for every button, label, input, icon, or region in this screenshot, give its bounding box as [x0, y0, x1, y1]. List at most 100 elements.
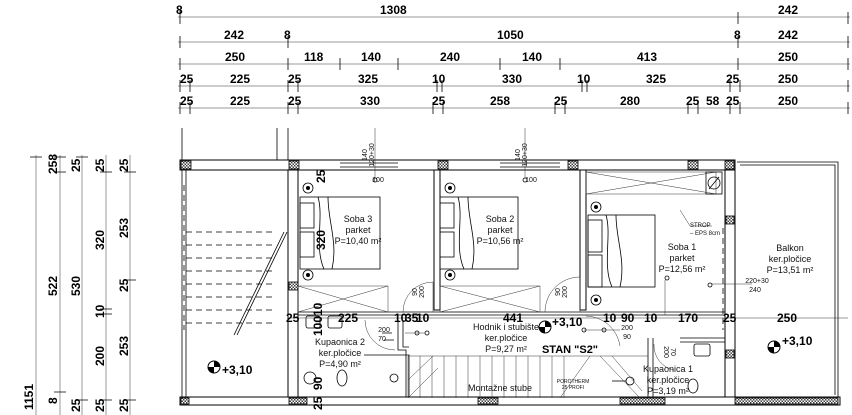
door-dim: 90	[623, 334, 631, 341]
dim-text: 140	[522, 50, 542, 64]
dim-text: 250	[778, 94, 798, 108]
dim-text: 25	[288, 72, 302, 86]
dim-text: 25	[726, 72, 740, 86]
room-soba-1: Soba 1 parket P=12,56 m²	[659, 242, 706, 274]
dim-text: 25	[93, 398, 107, 412]
dim-text: 8	[284, 28, 291, 42]
room-hodnik: Hodnik i stubište ker.pločice P=9,27 m²	[473, 322, 539, 354]
dim-text: 10	[93, 304, 107, 318]
dim-text: 242	[224, 28, 244, 42]
dim-text: 8	[734, 28, 741, 42]
dim-text: 10	[416, 311, 430, 325]
dim-text: 100	[311, 316, 325, 336]
dim-text: 170	[678, 311, 698, 325]
dim-text: 250	[778, 72, 798, 86]
dim-text: 242	[778, 28, 798, 42]
top-dimension-lines	[178, 10, 850, 114]
dim-text: 250	[778, 50, 798, 64]
dim-text: 25	[180, 72, 194, 86]
unit-label: STAN "S2"	[542, 344, 598, 356]
door-dim: 200	[419, 286, 426, 298]
room-kupaonica-1: Kupaonica 1 ker.pločice P=3,19 m²	[643, 364, 693, 396]
dim-text: 253	[117, 218, 131, 238]
dim-text: 1308	[380, 3, 407, 17]
window-dim: 140	[515, 149, 522, 161]
dim-text: 25	[726, 94, 740, 108]
walls	[179, 128, 841, 406]
room-area: P=13,51 m²	[767, 265, 814, 275]
top-dimension-texts: 8 1308 242 242 8 1050 8 242 250 118 140 …	[176, 3, 798, 108]
door-dim: 200	[562, 286, 569, 298]
elevation-marker: +3,10	[767, 334, 813, 354]
room-area: P=3,19 m²	[647, 386, 689, 396]
room-labels: Soba 3 parket P=10,40 m² Soba 2 parket P…	[315, 214, 813, 396]
ceiling-note: STROP	[690, 223, 711, 229]
dim-text: 280	[620, 94, 640, 108]
room-kupaonica-2: Kupaonica 2 ker.pločice P=4,90 m²	[315, 337, 365, 369]
dim-text: 258	[46, 154, 60, 174]
window-dim: 100	[525, 177, 537, 184]
dim-text: 25	[286, 311, 300, 325]
dim-text: 90	[621, 311, 635, 325]
dim-text: 413	[637, 50, 657, 64]
inner-dimension-texts: 25 225 10 35 10 441 10 90 10 170 25 250 …	[286, 143, 797, 410]
dim-text: 325	[646, 72, 666, 86]
room-area: P=10,56 m²	[477, 236, 524, 246]
dim-text: 25	[117, 398, 131, 412]
dim-text: 253	[117, 336, 131, 356]
dim-text: 118	[304, 50, 324, 64]
dim-text: 25	[432, 94, 446, 108]
window-dim: 100	[372, 177, 384, 184]
window-dim: 140	[362, 149, 369, 161]
dim-text: 25	[686, 94, 700, 108]
dim-text: 25	[69, 158, 83, 172]
elevation-text: +3,10	[782, 334, 813, 348]
dim-text: 320	[93, 230, 107, 250]
ceiling-note: – EPS 8cm	[690, 231, 720, 237]
dim-text: 25	[69, 398, 83, 412]
room-floor: ker.pločice	[769, 254, 812, 264]
room-name: Soba 2	[486, 214, 515, 224]
room-floor: parket	[669, 253, 695, 263]
dim-text: 8	[46, 397, 60, 404]
window-dim: 240	[749, 287, 761, 294]
room-balkon: Balkon ker.pločice P=13,51 m²	[767, 243, 814, 275]
dim-text: 25	[117, 158, 131, 172]
dim-text: 8	[176, 3, 183, 17]
dim-text: 320	[314, 230, 328, 250]
door-dim: 200	[621, 325, 633, 332]
elevation-text: +3,10	[552, 315, 583, 329]
room-floor: parket	[487, 225, 513, 235]
dim-text: 90	[311, 376, 325, 390]
room-floor: parket	[345, 225, 371, 235]
dim-text: 25	[311, 396, 325, 410]
dim-text: 250	[225, 50, 245, 64]
door-dim: 90	[555, 288, 562, 296]
dim-text: 25	[117, 278, 131, 292]
dim-text: 250	[777, 311, 797, 325]
dim-text: 225	[338, 311, 358, 325]
dim-text: 225	[230, 94, 250, 108]
dim-text: 200	[93, 346, 107, 366]
room-soba-3: Soba 3 parket P=10,40 m²	[335, 214, 382, 246]
dim-text: 441	[503, 311, 523, 325]
stairs-label: Montažne stube	[468, 383, 532, 393]
dim-text: 58	[706, 94, 720, 108]
dim-text: 325	[358, 72, 378, 86]
dim-text: 225	[230, 72, 250, 86]
dim-text: 10	[603, 311, 617, 325]
dim-text: 25	[314, 169, 328, 183]
door-dim: 70	[378, 336, 386, 343]
dim-text: 25	[93, 158, 107, 172]
dim-text: 10	[644, 311, 658, 325]
dim-text: 140	[361, 50, 381, 64]
window-dim: 220+30	[745, 278, 769, 285]
dim-text: 1050	[497, 28, 524, 42]
elevation-marker: +3,10	[207, 360, 253, 377]
door-dim: 200	[662, 346, 669, 358]
dim-text: 258	[490, 94, 510, 108]
dim-text: 25	[288, 94, 302, 108]
room-name: Balkon	[776, 243, 804, 253]
dim-text: 10	[394, 311, 408, 325]
